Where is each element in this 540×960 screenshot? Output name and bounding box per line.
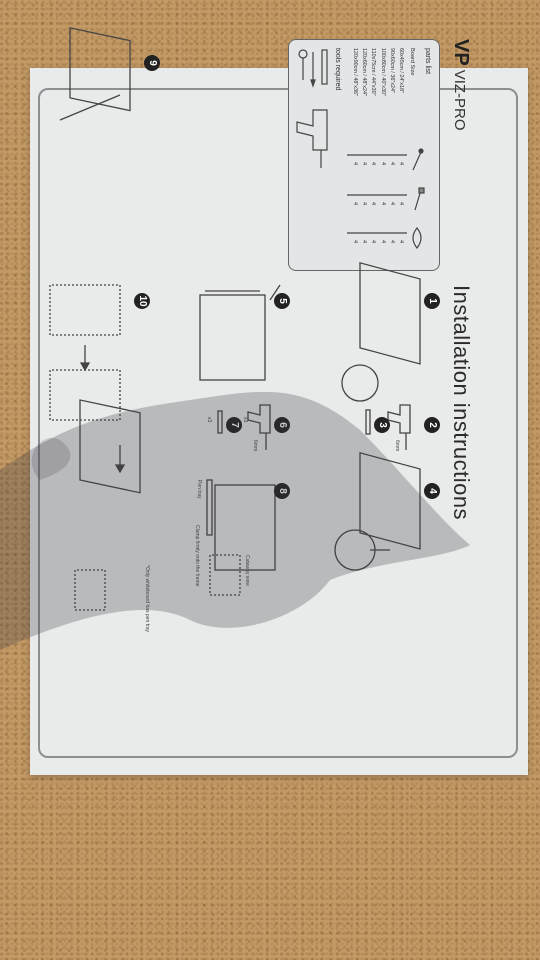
step-7-badge: 7 bbox=[226, 417, 242, 433]
step-2-badge: 2 bbox=[424, 417, 440, 433]
step-6-badge: 6 bbox=[274, 417, 290, 433]
step-8-badge: 8 bbox=[274, 483, 290, 499]
step-4-badge: 4 bbox=[424, 483, 440, 499]
step-10-badge: 10 bbox=[134, 293, 150, 309]
sheet-border bbox=[38, 88, 518, 758]
drill-size-note: 6mm bbox=[252, 440, 258, 452]
step-5-badge: 5 bbox=[274, 293, 290, 309]
step-1-badge: 1 bbox=[424, 293, 440, 309]
clamp-note: Clamp firmly onto the frame bbox=[194, 525, 200, 587]
parts-list-box: parts list Board Size 60x45cm / 24"x18" … bbox=[288, 39, 440, 271]
quantity-note: x3 bbox=[242, 417, 248, 423]
parts-icons bbox=[296, 49, 425, 249]
cutaway-label: Cutaway view bbox=[244, 555, 250, 586]
step-9-badge: 9 bbox=[144, 55, 160, 71]
quantity-note: x3 bbox=[206, 417, 212, 423]
pen-tray-label: Pen tray bbox=[196, 480, 202, 499]
step-illustrations bbox=[49, 27, 421, 611]
pen-tray-footnote: *Only whiteboard has pen tray bbox=[144, 565, 150, 632]
instruction-content: Installation instructions VPVIZ-PRO part… bbox=[10, 25, 480, 685]
step-3-badge: 3 bbox=[374, 417, 390, 433]
drill-size-note: 6mm bbox=[394, 440, 400, 452]
